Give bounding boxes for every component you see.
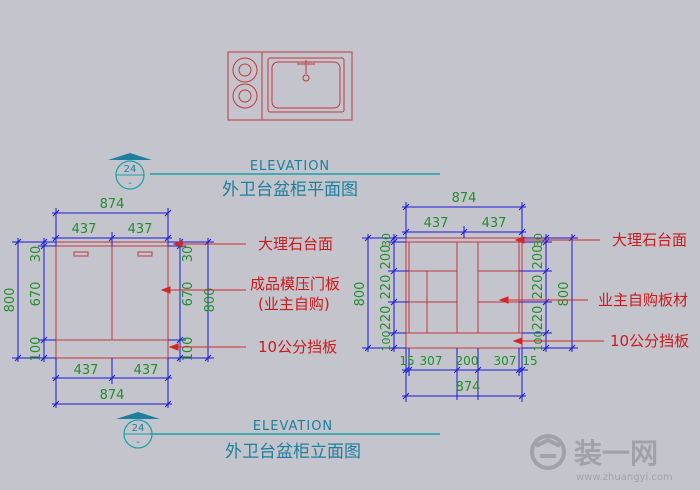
- elevation-title-block: ELEVATION 外卫台盆柜立面图 24 -: [116, 412, 440, 462]
- right-dim-bottom-307-a: 307: [420, 354, 443, 368]
- elevation-title: 外卫台盆柜立面图: [225, 442, 361, 462]
- left-dim-height-total: 800: [3, 288, 18, 313]
- right-dim-bottom-total: 874: [456, 380, 481, 395]
- watermark-logo-icon: [530, 434, 566, 470]
- left-dim-height-670-r: 670: [181, 282, 196, 307]
- left-dim-height-100-r: 100: [181, 337, 196, 362]
- right-note-marble-top: 大理石台面: [612, 231, 687, 249]
- right-dim-height-220-b-r: 220: [531, 306, 546, 331]
- right-dim-height-200: 200: [379, 245, 394, 270]
- left-dim-top-split-a: 437: [72, 222, 97, 237]
- plan-title-block: ELEVATION 外卫台盆柜平面图 24 -: [108, 153, 440, 200]
- left-dim-bottom-total: 874: [100, 388, 125, 403]
- right-dimensions: [362, 202, 578, 402]
- right-dim-height-100: 100: [380, 331, 393, 352]
- right-dim-top-split-a: 437: [424, 216, 449, 231]
- left-note-marble-top: 大理石台面: [258, 235, 333, 253]
- plan-sink-view: [227, 51, 353, 121]
- left-dim-bottom-split-b: 437: [134, 363, 159, 378]
- left-note-door-panel: 成品模压门板: [250, 275, 340, 293]
- right-dim-height-220-b: 220: [379, 306, 394, 331]
- right-dim-height-30: 30: [380, 233, 393, 247]
- watermark-brand: 装一网: [574, 437, 658, 470]
- right-dim-height-220-a: 220: [379, 275, 394, 300]
- watermark-url: www.zhuangyi.com: [576, 472, 673, 483]
- elevation-elevation-label: ELEVATION: [253, 419, 333, 434]
- left-note-baseboard: 10公分挡板: [258, 338, 337, 356]
- right-dim-top-split-b: 437: [482, 216, 507, 231]
- right-cabinet-outline: [405, 237, 523, 349]
- left-dim-height-30-r: 30: [181, 246, 196, 263]
- plan-symbol-number: 24: [124, 164, 137, 175]
- left-dim-height-30: 30: [29, 246, 44, 263]
- right-dim-height-total-r: 800: [557, 282, 572, 307]
- left-dimension-texts: 874 437 437 437 437 874 800 30 670 100 3…: [3, 197, 218, 403]
- right-dim-height-total: 800: [353, 282, 368, 307]
- left-note-owner-purchase: (业主自购): [258, 295, 330, 313]
- left-dim-height-total-r: 800: [203, 288, 218, 313]
- plan-elevation-label: ELEVATION: [250, 159, 330, 174]
- left-dim-height-100: 100: [29, 337, 44, 362]
- left-dim-top-split-b: 437: [128, 222, 153, 237]
- left-dim-bottom-split-a: 437: [74, 363, 99, 378]
- right-dim-height-200-r: 200: [531, 245, 546, 270]
- elevation-section-symbol: 24 -: [116, 412, 160, 449]
- plan-symbol-sub: -: [128, 178, 132, 189]
- right-dim-top-total: 874: [452, 191, 477, 206]
- left-dim-height-670: 670: [29, 282, 44, 307]
- left-dimensions: [12, 208, 214, 408]
- right-dimension-texts: 874 437 437 15 307 200 307 15 874 800 30…: [353, 191, 572, 395]
- right-leaders: [498, 236, 604, 345]
- left-cabinet-outline: [55, 241, 169, 359]
- left-annotations: 大理石台面 成品模压门板 (业主自购) 10公分挡板: [250, 235, 340, 356]
- plan-section-symbol: 24 -: [108, 153, 152, 190]
- right-note-baseboard: 10公分挡板: [610, 332, 689, 350]
- right-dim-bottom-15-b: 15: [522, 354, 537, 368]
- left-leaders: [160, 240, 246, 351]
- right-annotations: 大理石台面 业主自购板材 10公分挡板: [598, 231, 689, 350]
- right-note-owner-board: 业主自购板材: [598, 291, 688, 309]
- elevation-symbol-number: 24: [132, 423, 145, 434]
- right-dim-bottom-200: 200: [456, 354, 479, 368]
- right-dim-bottom-15-a: 15: [399, 354, 414, 368]
- watermark: 装一网 www.zhuangyi.com: [530, 434, 673, 483]
- left-dim-top-total: 874: [100, 197, 125, 212]
- right-dim-bottom-307-b: 307: [494, 354, 517, 368]
- right-dim-height-220-a-r: 220: [531, 275, 546, 300]
- elevation-symbol-sub: -: [136, 437, 140, 448]
- plan-title: 外卫台盆柜平面图: [222, 180, 358, 200]
